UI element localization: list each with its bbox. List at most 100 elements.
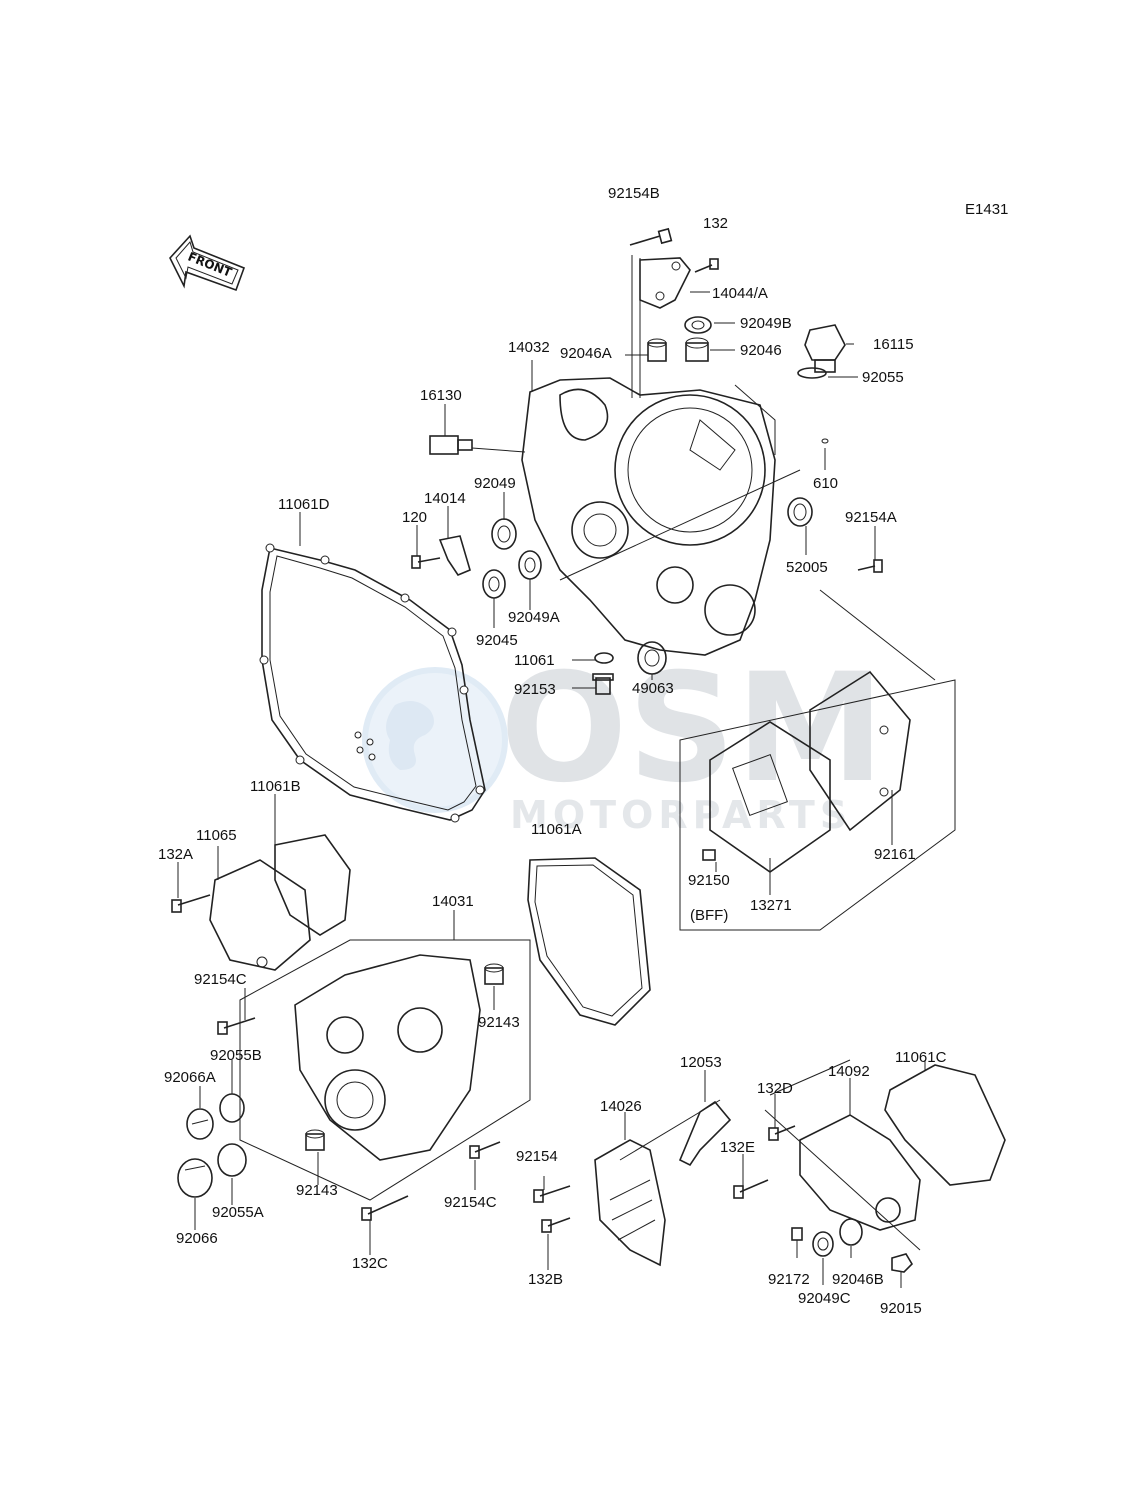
- bolt-92154: [533, 1185, 571, 1203]
- bushing-92143-top: [484, 963, 504, 985]
- seal-92049c: [812, 1231, 834, 1257]
- label-92172: 92172: [768, 1271, 810, 1288]
- o-ring-92055a: [217, 1143, 247, 1177]
- label-132a: 132A: [158, 846, 193, 863]
- label-132d: 132D: [757, 1080, 793, 1097]
- label-14026: 14026: [600, 1098, 642, 1115]
- label-11061b: 11061B: [250, 778, 301, 795]
- label-92154: 92154: [516, 1148, 558, 1165]
- watermark-sub: MOTORPARTS: [510, 793, 852, 837]
- label-92154b: 92154B: [608, 185, 660, 202]
- nut-92015: [891, 1253, 914, 1273]
- label-92046a: 92046A: [560, 345, 612, 362]
- label-132b: 132B: [528, 1271, 563, 1288]
- label-120: 120: [402, 509, 427, 526]
- seal-92049b: [684, 316, 712, 334]
- seal-92049: [491, 518, 517, 550]
- label-92153: 92153: [514, 681, 556, 698]
- label-16130: 16130: [420, 387, 462, 404]
- watermark-brand: OSM: [500, 642, 885, 816]
- part-labels: 92154B 132 14044/A 92049B 92046 92046A 1…: [158, 185, 947, 1317]
- seal-52005: [787, 497, 813, 527]
- watermark-globe-land: [386, 701, 434, 770]
- label-11061d: 11061D: [278, 496, 330, 513]
- label-92055: 92055: [862, 369, 904, 386]
- cover-14026: [594, 1139, 666, 1267]
- bolt-132: [694, 258, 719, 273]
- bolt-92172: [791, 1227, 803, 1241]
- label-49063: 49063: [632, 680, 674, 697]
- label-92143-top: 92143: [478, 1014, 520, 1031]
- bolt-132a: [171, 894, 211, 913]
- label-92049a: 92049A: [508, 609, 560, 626]
- label-92049: 92049: [474, 475, 516, 492]
- bolt-92154c-bottom: [469, 1141, 501, 1159]
- seal-92045: [482, 569, 506, 599]
- label-14032: 14032: [508, 339, 550, 356]
- label-11061: 11061: [514, 652, 555, 669]
- cover-14092: [799, 1114, 921, 1231]
- front-arrow-icon: FRONT: [169, 234, 246, 292]
- label-16115: 16115: [873, 336, 914, 353]
- bolt-132c: [361, 1195, 409, 1221]
- label-92049b: 92049B: [740, 315, 792, 332]
- watermark: OSM MOTORPARTS: [362, 642, 885, 837]
- label-92046b: 92046B: [832, 1271, 884, 1288]
- label-92154c-bottom: 92154C: [444, 1194, 497, 1211]
- label-132: 132: [703, 215, 728, 232]
- label-14092: 14092: [828, 1063, 870, 1080]
- label-52005: 52005: [786, 559, 828, 576]
- guide-12053: [678, 1100, 732, 1167]
- crankcase-cover-14031: [294, 954, 481, 1161]
- bolt-132e: [733, 1179, 769, 1199]
- label-92046: 92046: [740, 342, 782, 359]
- bearing-92046b: [839, 1218, 863, 1246]
- bolt-92154a: [857, 559, 883, 573]
- label-92055a: 92055A: [212, 1204, 264, 1221]
- seal-92049a: [518, 550, 542, 580]
- o-ring-92055: [797, 367, 827, 379]
- washer-11061: [594, 652, 614, 664]
- label-132c: 132C: [352, 1255, 388, 1272]
- bolt-132d: [768, 1125, 796, 1141]
- label-13271: 13271: [750, 897, 792, 914]
- clutch-cover-14032: [521, 377, 776, 656]
- bolt-120: [411, 555, 441, 569]
- label-11061a: 11061A: [531, 821, 582, 838]
- gasket-11061a: [527, 857, 651, 1026]
- pin-610: [821, 438, 829, 444]
- bff-box: (BFF): [679, 670, 956, 931]
- plate-14014: [438, 535, 471, 576]
- nipple-16130: [429, 435, 473, 455]
- label-92049c: 92049C: [798, 1290, 851, 1307]
- bearing-92046: [685, 337, 709, 362]
- label-92055b: 92055B: [210, 1047, 262, 1064]
- label-92066: 92066: [176, 1230, 218, 1247]
- bolt-92154c-top: [217, 1017, 256, 1035]
- label-92150: 92150: [688, 872, 730, 889]
- label-92161: 92161: [874, 846, 916, 863]
- plug-92153: [592, 673, 614, 695]
- label-92154a: 92154A: [845, 509, 897, 526]
- label-11065: 11065: [196, 827, 237, 844]
- bolt-132b: [541, 1217, 571, 1233]
- label-92066a: 92066A: [164, 1069, 216, 1086]
- plug-92066a: [186, 1108, 214, 1140]
- bff-note: (BFF): [690, 907, 728, 924]
- label-610: 610: [813, 475, 838, 492]
- bearing-92046a: [647, 338, 667, 362]
- gasket-11061d: [261, 547, 486, 821]
- label-92045: 92045: [476, 632, 518, 649]
- label-92154c-top: 92154C: [194, 971, 247, 988]
- gasket-11061b: [274, 834, 351, 936]
- gasket-11061c: [884, 1064, 1006, 1186]
- bushing-92143-bottom: [305, 1129, 325, 1151]
- label-14044a: 14044/A: [712, 285, 768, 302]
- label-14031: 14031: [432, 893, 474, 910]
- gasket-11061d-holes: [259, 543, 485, 823]
- bracket-14044: [639, 257, 691, 309]
- bolt-92154b: [629, 227, 673, 246]
- label-11061c: 11061C: [895, 1049, 947, 1066]
- label-92015: 92015: [880, 1300, 922, 1317]
